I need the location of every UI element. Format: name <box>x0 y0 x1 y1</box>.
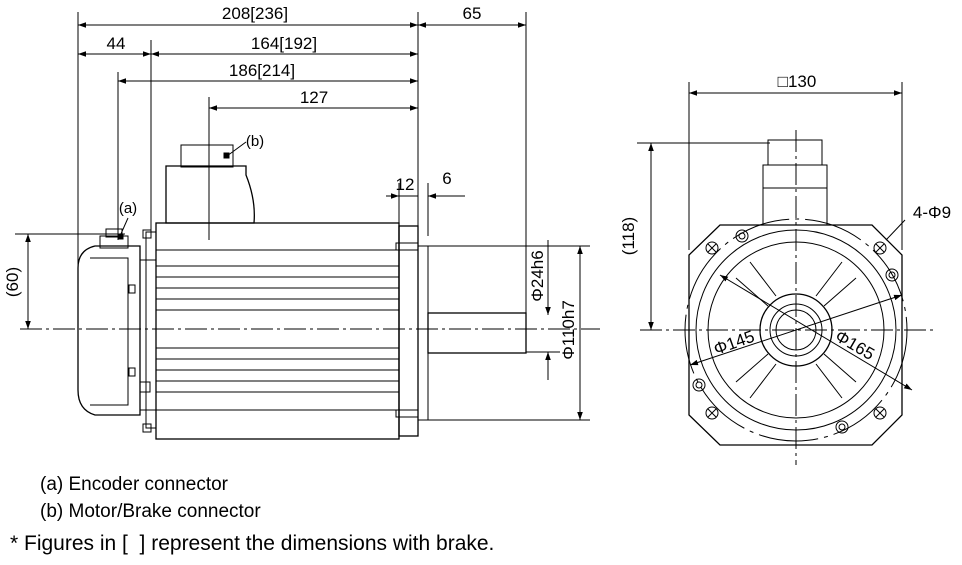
footnote-brake-dimensions: * Figures in [ ] represent the dimension… <box>10 532 495 555</box>
dim-encoder-height: (60) <box>3 267 22 297</box>
dim-encoder-offset: 44 <box>107 34 126 53</box>
dim-shaft-diameter: Φ24h6 <box>528 250 547 301</box>
dim-flange-thickness: 12 <box>396 175 415 194</box>
note-encoder-connector: (a) Encoder connector <box>40 474 228 495</box>
dimension-drawing: 208[236] 65 44 164[192] 186[214] 127 12 … <box>3 4 951 465</box>
dim-spigot-depth: 6 <box>442 169 451 188</box>
dim-overall-length: 208[236] <box>222 4 288 23</box>
dim-connector-height: (118) <box>619 217 638 255</box>
encoder-connector-tag: (a) <box>119 200 137 217</box>
front-view <box>637 82 935 465</box>
dim-bolt-circle-outer: Φ165 <box>832 327 878 364</box>
note-motor-brake-connector: (b) Motor/Brake connector <box>40 501 261 522</box>
dim-motor-connector-position: 127 <box>300 88 328 107</box>
dim-body-length-from-connector: 186[214] <box>229 61 295 80</box>
dim-spigot-diameter: Φ110h7 <box>559 300 578 360</box>
dim-flange-square: □130 <box>778 72 817 91</box>
notes-block: (a) Encoder connector (b) Motor/Brake co… <box>0 470 962 565</box>
dimension-labels: 208[236] 65 44 164[192] 186[214] 127 12 … <box>3 4 951 364</box>
dim-flange-offset: 65 <box>463 4 482 23</box>
motor-connector-tag: (b) <box>246 133 264 150</box>
dim-body-length: 164[192] <box>251 34 317 53</box>
dim-bolt-circle-inner: Φ145 <box>711 327 757 359</box>
dim-mount-holes: 4-Φ9 <box>913 203 951 222</box>
side-view <box>15 12 600 440</box>
